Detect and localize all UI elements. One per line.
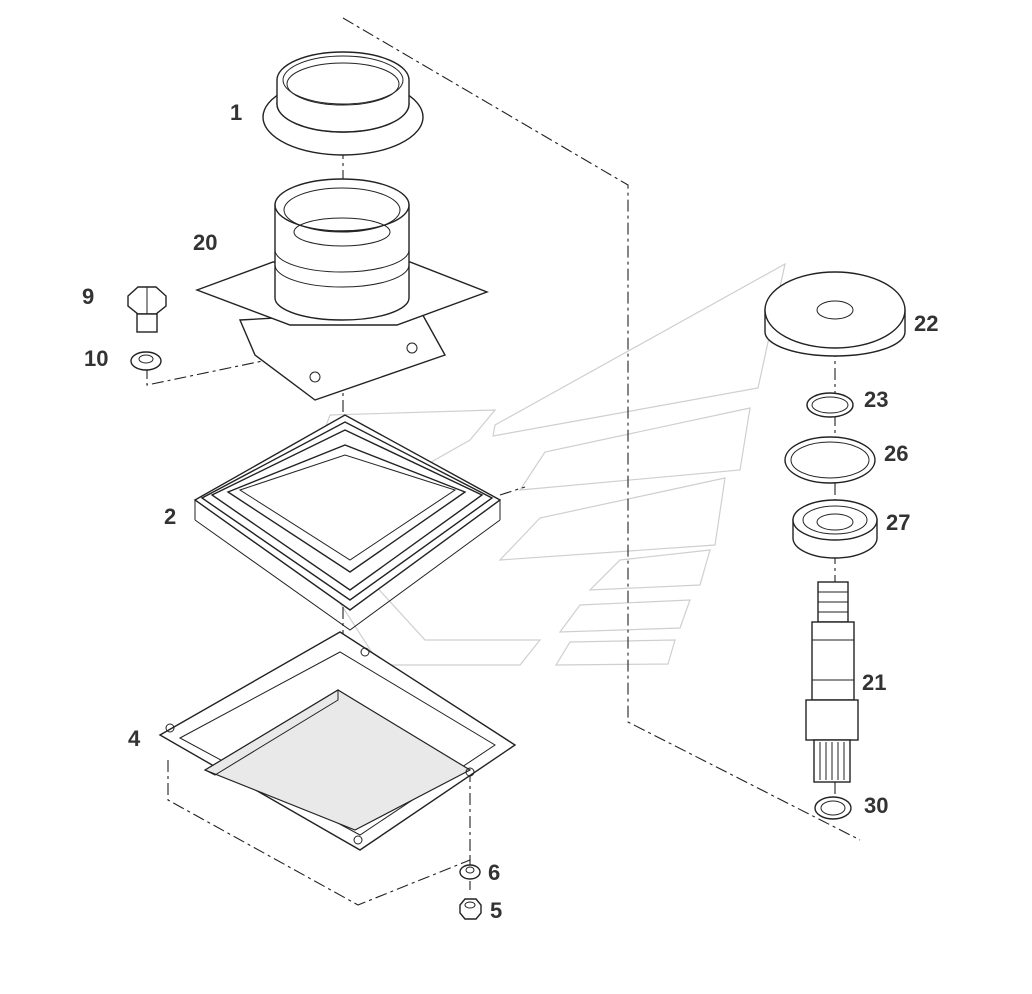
part-26-retaining-ring <box>784 436 876 484</box>
callout-23: 23 <box>864 387 888 412</box>
part-6-spacer <box>459 864 481 880</box>
part-23-snap-ring <box>806 392 854 418</box>
callout-5: 5 <box>490 898 502 923</box>
part-22-cap-disc <box>764 271 906 357</box>
callout-27: 27 <box>886 510 910 535</box>
callout-22: 22 <box>914 311 938 336</box>
part-27-bearing <box>792 499 878 559</box>
part-20-housing-plate <box>194 178 489 401</box>
part-21-shaft <box>805 581 859 783</box>
part-1-flange-ring <box>262 51 424 156</box>
part-30-o-ring <box>814 796 852 820</box>
part-2-seal-frame <box>193 414 502 631</box>
callout-20: 20 <box>193 230 217 255</box>
callout-1: 1 <box>230 100 242 125</box>
part-4-tray <box>158 631 517 851</box>
callout-21: 21 <box>862 670 886 695</box>
callout-10: 10 <box>84 346 108 371</box>
callout-2: 2 <box>164 504 176 529</box>
callout-labels: 1 20 9 10 2 4 6 5 22 23 26 27 21 30 <box>82 100 938 923</box>
callout-4: 4 <box>128 726 141 751</box>
callout-30: 30 <box>864 793 888 818</box>
part-5-nut <box>459 898 482 920</box>
callout-26: 26 <box>884 441 908 466</box>
part-9-bolt <box>127 286 167 333</box>
callout-9: 9 <box>82 284 94 309</box>
part-10-washer <box>130 351 162 371</box>
callout-6: 6 <box>488 860 500 885</box>
